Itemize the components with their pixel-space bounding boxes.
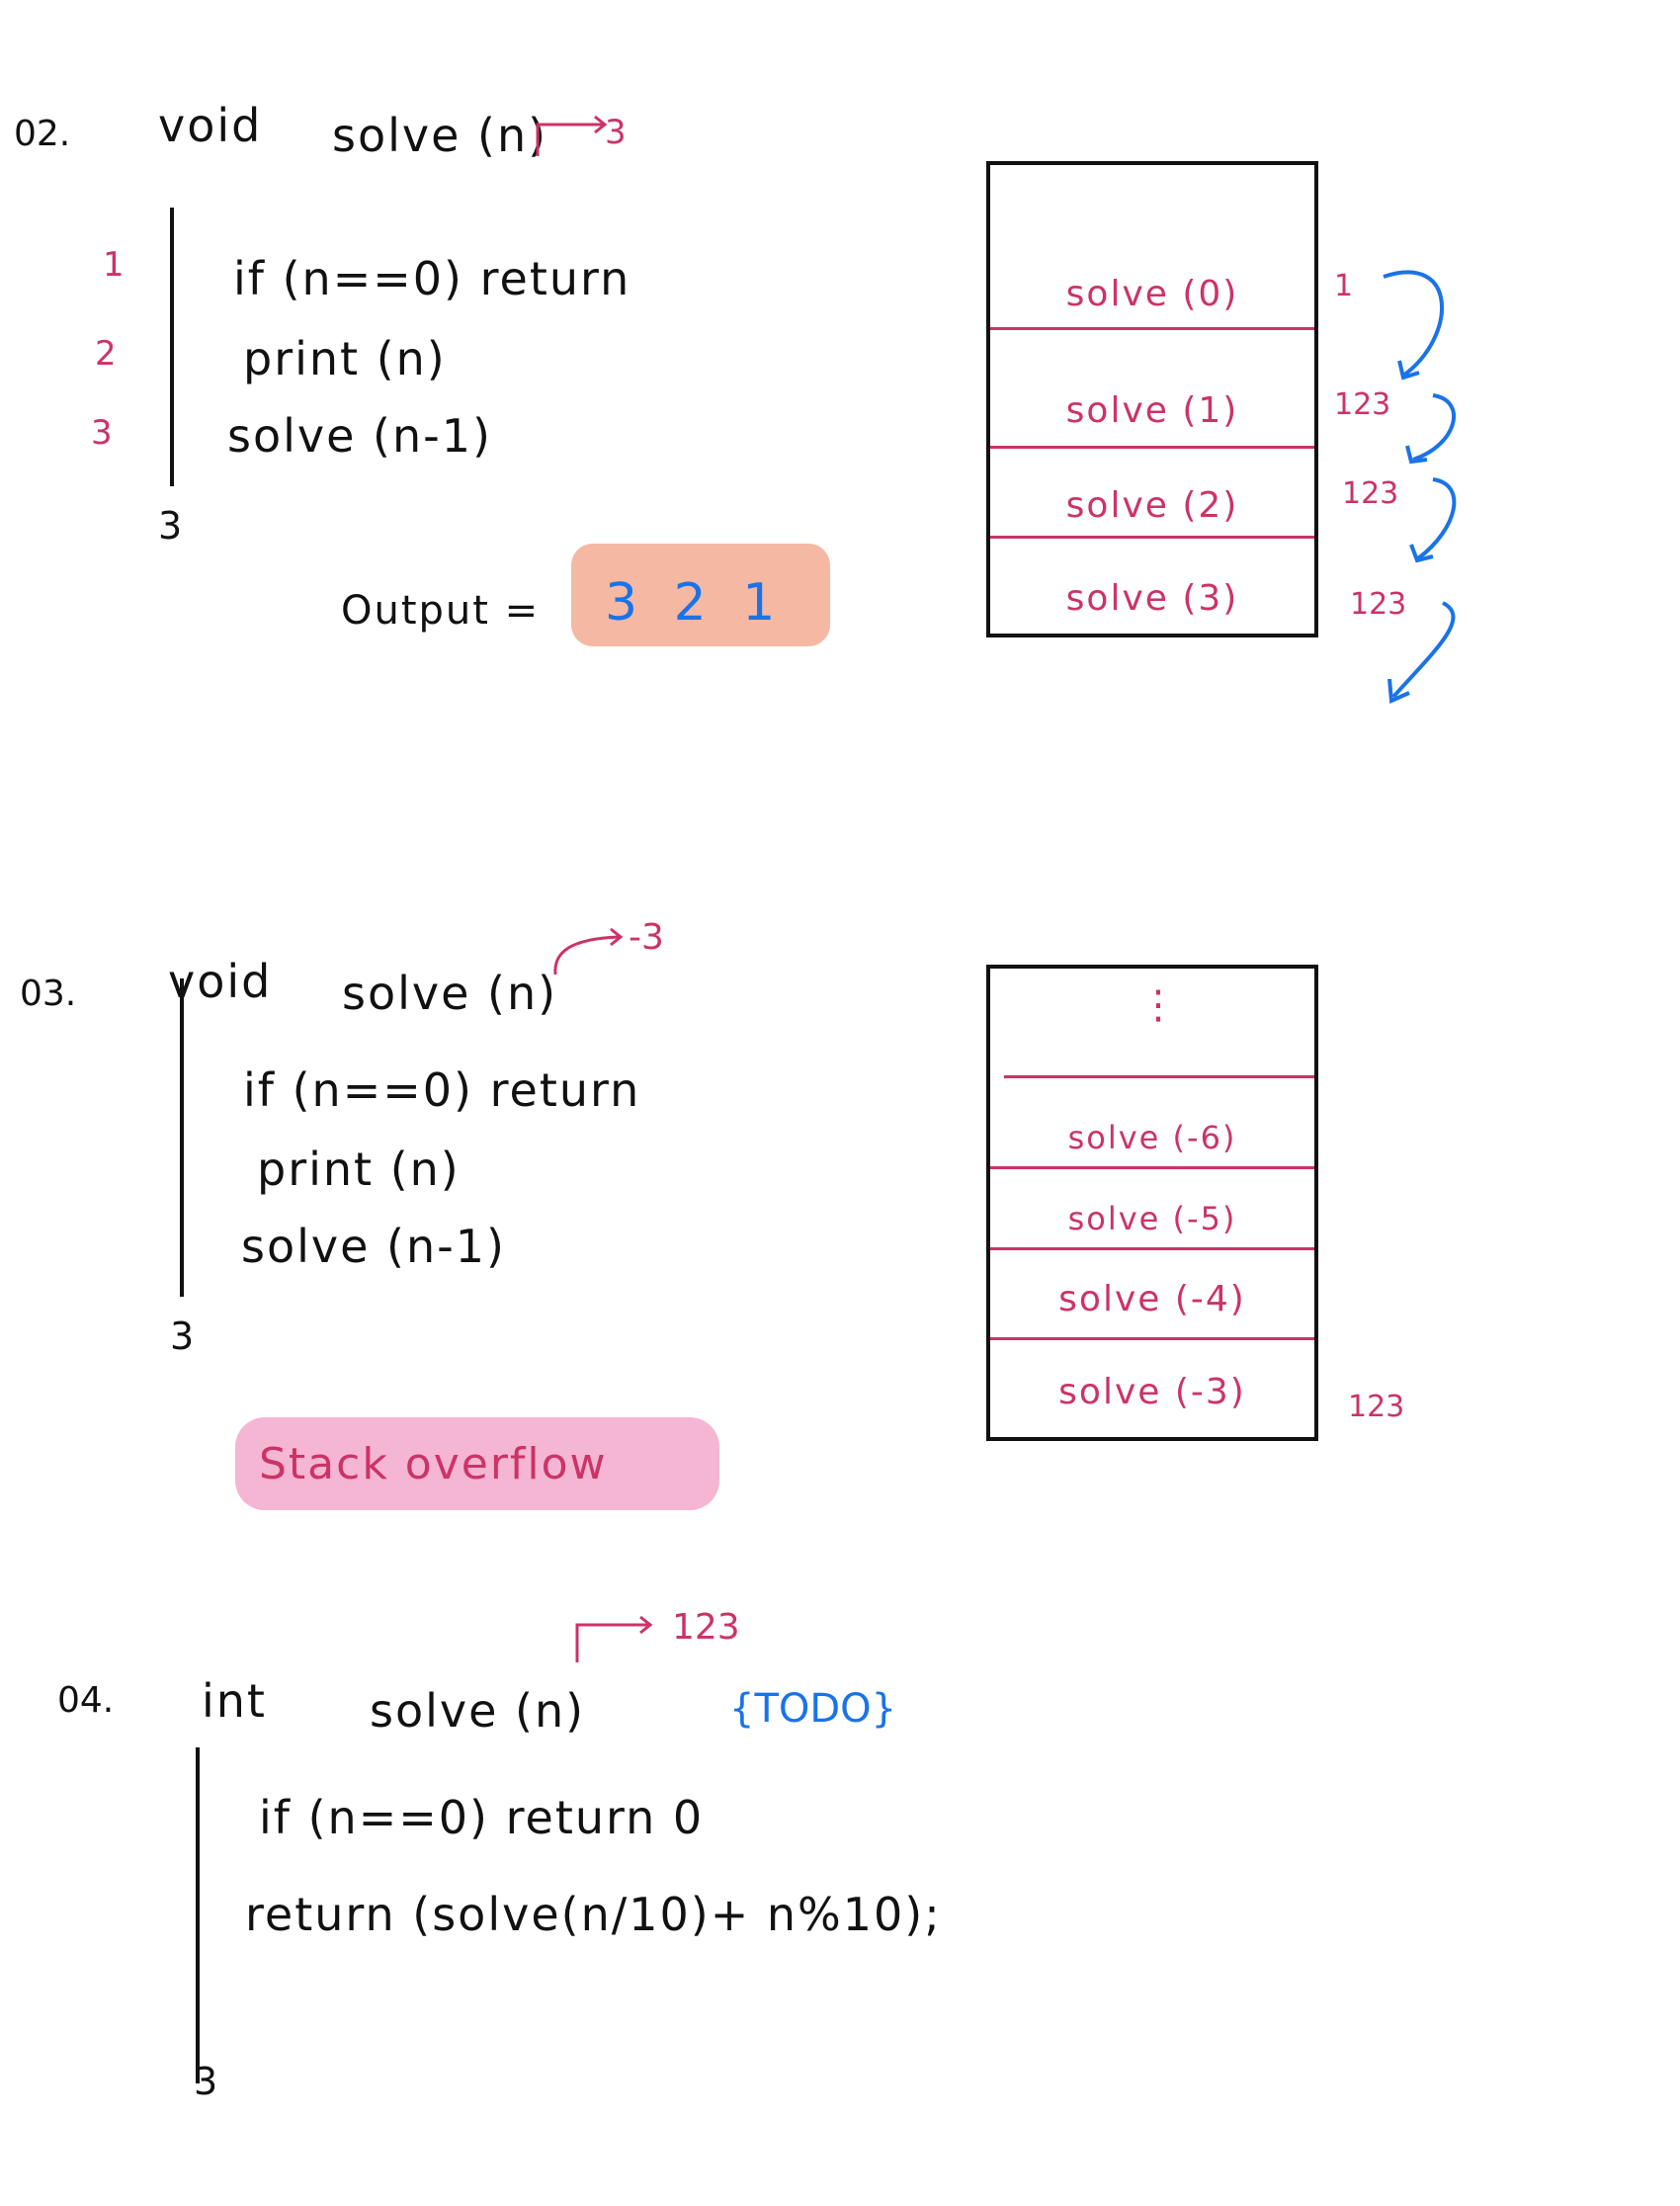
q2-stack-divider xyxy=(990,536,1314,539)
q2-signature: solve (n) xyxy=(332,109,548,162)
q3-line-3: solve (n-1) xyxy=(241,1220,506,1273)
q2-void-keyword: void xyxy=(158,99,263,152)
q2-arg-annotation: 3 xyxy=(605,113,627,152)
q2-stack-frame-3: solve (3) xyxy=(1065,578,1239,619)
q3-stack-divider xyxy=(990,1247,1314,1250)
q3-stack-divider xyxy=(990,1166,1314,1169)
q2-line-1: if (n==0) return xyxy=(233,252,631,305)
q3-arg-arrow-icon xyxy=(553,927,624,976)
q2-close: 3 xyxy=(158,504,183,548)
q2-stack-annotation-2: 123 xyxy=(1342,476,1399,511)
q3-line-2: print (n) xyxy=(257,1143,461,1196)
q3-overflow-highlight xyxy=(235,1417,719,1510)
q2-line-2: print (n) xyxy=(243,332,447,385)
q3-stack-divider xyxy=(990,1337,1314,1340)
q3-stack-frame-0: solve (-6) xyxy=(1067,1119,1237,1156)
q2-body-bar xyxy=(170,208,174,486)
q4-todo-note: {TODO} xyxy=(729,1686,897,1732)
q2-output-highlight xyxy=(571,544,830,646)
q3-call-stack: ⋮ solve (-6) solve (-5) solve (-4) solve… xyxy=(986,965,1318,1441)
q4-line-1: if (n==0) return 0 xyxy=(259,1791,705,1844)
question-number-04: 04. xyxy=(57,1680,115,1721)
q2-stack-frame-1: solve (1) xyxy=(1065,390,1239,431)
q3-stack-ellipsis: ⋮ xyxy=(1138,982,1178,1028)
q3-signature: solve (n) xyxy=(342,967,558,1020)
q3-stack-annotation: 123 xyxy=(1348,1390,1405,1424)
q3-stack-divider xyxy=(1004,1075,1314,1078)
q2-arg-arrow-icon xyxy=(536,115,608,156)
q4-return-type: int xyxy=(202,1674,267,1728)
q3-body-bar xyxy=(180,978,184,1297)
q2-call-stack: solve (0) solve (1) solve (2) solve (3) xyxy=(986,161,1318,637)
q2-stack-divider xyxy=(990,446,1314,449)
q2-line-number-1: 1 xyxy=(103,245,125,285)
q4-close: 3 xyxy=(194,2060,218,2103)
q3-line-1: if (n==0) return xyxy=(243,1063,641,1117)
q2-line-number-3: 3 xyxy=(91,413,113,453)
q2-stack-annotation-0: 1 xyxy=(1334,269,1354,303)
question-number-02: 02. xyxy=(14,114,71,154)
q3-void-keyword: void xyxy=(168,955,273,1008)
q2-stack-divider xyxy=(990,327,1314,330)
q2-output-value: 3 2 1 xyxy=(605,573,786,633)
q2-stack-annotation-3: 123 xyxy=(1350,587,1407,622)
q2-line-3: solve (n-1) xyxy=(227,409,492,463)
q4-signature: solve (n) xyxy=(370,1684,586,1738)
q2-stack-frame-2: solve (2) xyxy=(1065,485,1239,526)
q4-body-bar xyxy=(196,1747,200,2083)
q3-close: 3 xyxy=(170,1315,195,1358)
q4-arg-arrow-icon xyxy=(575,1615,653,1662)
q3-stack-frame-3: solve (-3) xyxy=(1058,1372,1246,1412)
q3-stack-frame-2: solve (-4) xyxy=(1058,1279,1246,1319)
q2-return-arrows-icon xyxy=(1383,270,1457,704)
q2-line-number-2: 2 xyxy=(95,334,117,374)
q4-line-2: return (solve(n/10)+ n%10); xyxy=(245,1888,942,1941)
q2-output-label: Output = xyxy=(341,588,541,634)
q3-stack-frame-1: solve (-5) xyxy=(1067,1200,1237,1237)
q2-stack-frame-0: solve (0) xyxy=(1065,274,1239,314)
q3-arg-annotation: -3 xyxy=(629,917,664,958)
q2-stack-annotation-1: 123 xyxy=(1334,387,1391,422)
q4-arg-annotation: 123 xyxy=(672,1607,740,1648)
q3-result: Stack overflow xyxy=(259,1439,608,1489)
question-number-03: 03. xyxy=(20,974,77,1014)
